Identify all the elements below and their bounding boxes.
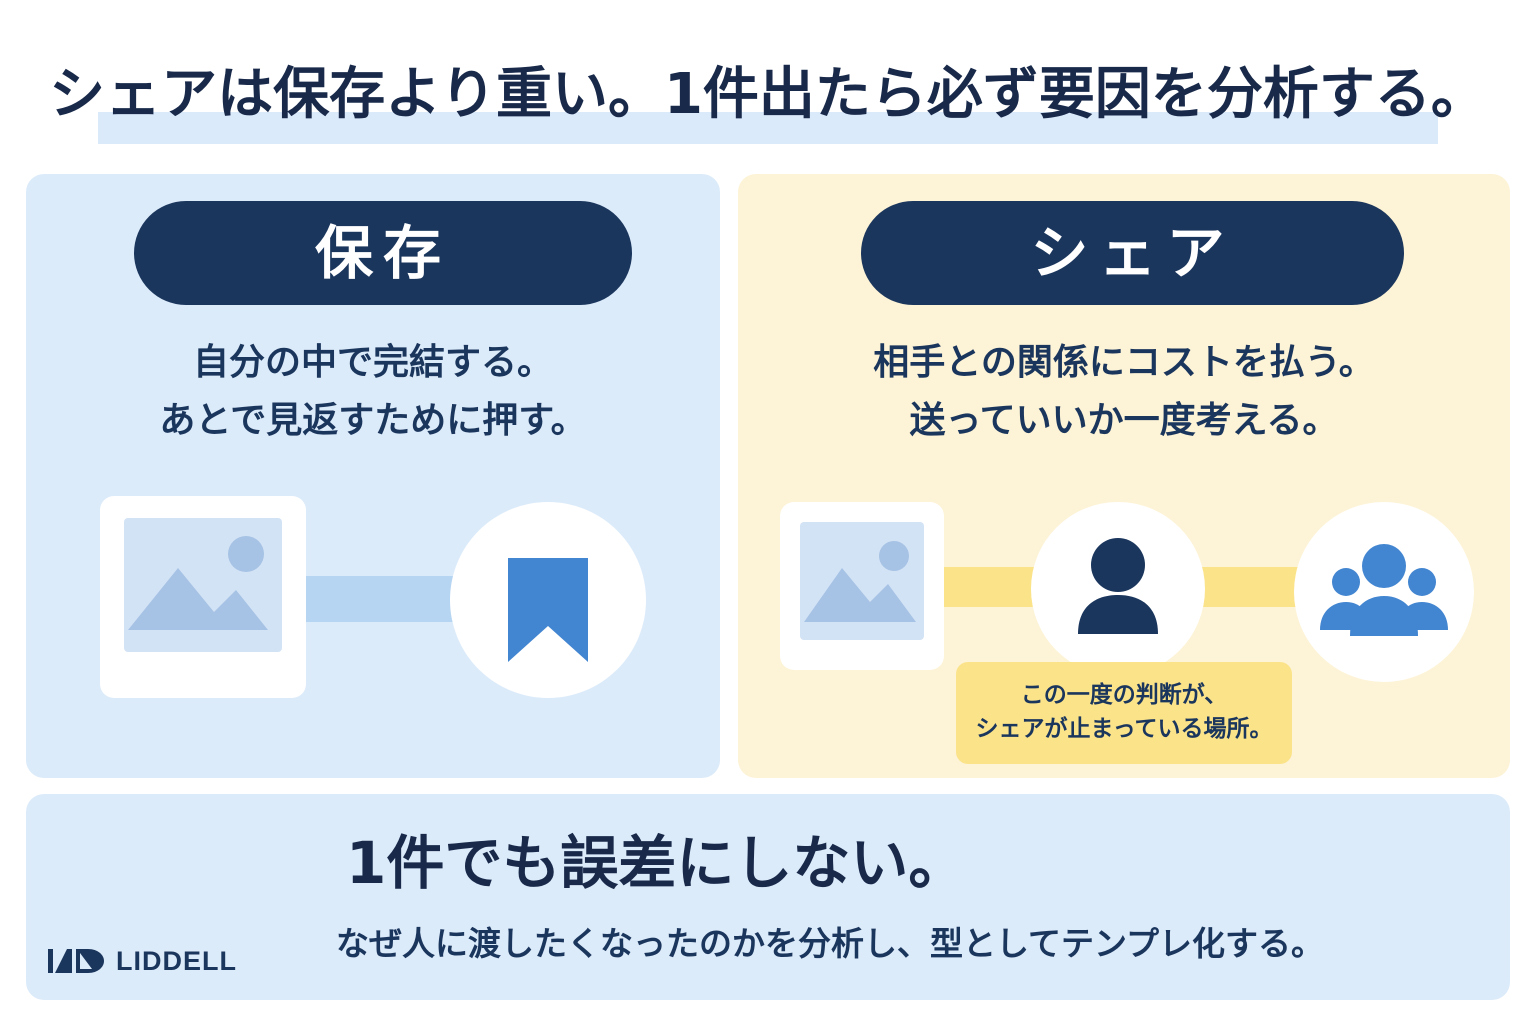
save-panel: 保存 自分の中で完結する。 あとで見返すために押す。 [26,174,720,778]
bookmark-icon [508,558,588,662]
save-description-line-2: あとで見返すために押す。 [159,400,587,441]
image-icon [800,522,924,640]
save-description-line-1: 自分の中で完結する。 [192,342,553,383]
liddell-logo: LIDDELL [46,946,237,976]
share-label: シェア [861,201,1404,305]
share-description: 相手との関係にコストを払う。 送っていいか一度考える。 [738,334,1510,450]
liddell-logo-icon [48,949,104,973]
headline: シェアは保存より重い。1件出たら必ず要因を分析する。 [49,62,1487,127]
share-description-line-2: 送っていいか一度考える。 [909,400,1339,441]
headline-highlight [98,112,1438,144]
share-callout: この一度の判断が、 シェアが止まっている場所。 [956,662,1292,764]
person-icon [1078,538,1158,634]
share-image-card [780,502,944,670]
share-panel: シェア 相手との関係にコストを払う。 送っていいか一度考える。 この一 [738,174,1510,778]
person-circle [1031,502,1205,676]
group-icon [1320,544,1448,636]
save-label: 保存 [134,201,632,305]
headline-area: シェアは保存より重い。1件出たら必ず要因を分析する。 [0,50,1536,145]
share-description-line-1: 相手との関係にコストを払う。 [873,342,1375,383]
save-description: 自分の中で完結する。 あとで見返すために押す。 [26,334,720,450]
bottom-banner: 1件でも誤差にしない。 なぜ人に渡したくなったのかを分析し、型としてテンプレ化す… [26,794,1510,1000]
bottom-title: 1件でも誤差にしない。 [346,829,967,897]
bookmark-circle [450,502,646,698]
callout-line-2: シェアが止まっている場所。 [975,716,1273,742]
callout-line-1: この一度の判断が、 [1020,682,1228,708]
group-circle [1294,502,1474,682]
image-icon [124,518,282,652]
save-image-card [100,496,306,698]
logo-text: LIDDELL [116,945,237,976]
bottom-subtitle: なぜ人に渡したくなったのかを分析し、型としてテンプレ化する。 [336,924,1325,963]
